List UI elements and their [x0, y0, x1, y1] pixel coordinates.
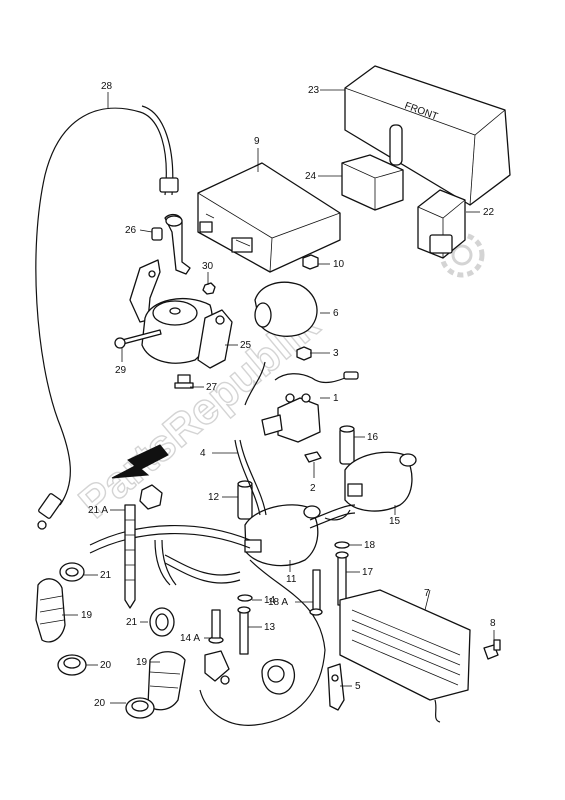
label-13: 13 [264, 622, 276, 633]
label-6: 6 [333, 308, 339, 319]
part-4-main-harness [89, 439, 356, 726]
label-18a: 18 A [268, 597, 288, 608]
label-29: 29 [115, 365, 127, 376]
label-24: 24 [305, 171, 317, 182]
part-8-bolt [483, 639, 501, 660]
label-5: 5 [355, 681, 361, 692]
part-7-regulator [339, 589, 471, 723]
part-25-horn [129, 259, 233, 369]
label-17: 17 [362, 567, 374, 578]
part-5-clamp [327, 663, 345, 711]
label-9: 9 [254, 136, 260, 147]
label-2: 2 [310, 483, 316, 494]
label-8: 8 [490, 618, 496, 629]
leader-lines [62, 89, 495, 704]
label-21a: 21 A [88, 505, 108, 516]
round-connector [261, 659, 295, 695]
part-11-ignition-coil [244, 504, 321, 567]
part-2-bolt [304, 451, 322, 463]
label-21-lower: 21 [126, 617, 138, 628]
part-15-ignition-coil [324, 451, 417, 521]
label-19-lower: 19 [136, 657, 148, 668]
part-24-relay [341, 154, 404, 211]
part-19-plug-cap-lower [147, 651, 186, 711]
part-18-washer [334, 541, 350, 549]
part-28-lead-wire [35, 105, 179, 530]
part-23-cover: FRONT [344, 65, 511, 206]
label-20: 20 [100, 660, 112, 671]
part-number-labels: 23 9 24 22 28 26 10 30 6 25 29 3 27 1 4 … [81, 81, 496, 709]
part-20-cap-cover [57, 654, 87, 676]
part-12-sleeve [237, 480, 253, 520]
part-13-bolt [237, 606, 251, 655]
label-1: 1 [333, 393, 339, 404]
label-14: 14 [264, 595, 276, 606]
label-10: 10 [333, 259, 345, 270]
part-22-relay [417, 189, 466, 259]
part-17-bolt [335, 551, 349, 606]
part-14a-washer [208, 609, 224, 644]
label-11: 11 [286, 574, 297, 585]
part-16-sleeve [339, 425, 355, 465]
part-14-washer [237, 594, 253, 602]
part-21-grommet [59, 562, 85, 582]
part-9-control-unit [197, 162, 341, 273]
part-3-nut [296, 346, 312, 361]
label-20-lower: 20 [94, 698, 106, 709]
label-7: 7 [424, 588, 430, 599]
part-18a-bolt [309, 569, 323, 616]
label-28: 28 [101, 81, 113, 92]
label-25: 25 [240, 340, 252, 351]
part-21a-clamp [124, 484, 163, 609]
label-12: 12 [208, 492, 220, 503]
label-3: 3 [333, 348, 339, 359]
part-19-plug-cap [35, 578, 66, 643]
front-arrow-icon [111, 444, 169, 479]
label-30: 30 [202, 261, 214, 272]
label-23: 23 [308, 85, 320, 96]
label-26: 26 [125, 225, 137, 236]
part-30-screw [202, 282, 216, 295]
part-26-bracket [151, 213, 191, 275]
label-15: 15 [389, 516, 401, 527]
part-29-bolt [114, 329, 162, 349]
part-10-nut [302, 254, 319, 270]
part-21-grommet-lower [149, 607, 175, 637]
plug-connector [204, 650, 230, 685]
label-18: 18 [364, 540, 376, 551]
label-4: 4 [200, 448, 206, 459]
label-21: 21 [100, 570, 112, 581]
part-27-bolt [174, 374, 194, 389]
part-20-cap-cover-lower [125, 697, 155, 719]
label-14a: 14 A [180, 633, 200, 644]
part-1-starter-relay [244, 361, 359, 443]
part-6-cap [254, 281, 318, 337]
label-16: 16 [367, 432, 379, 443]
label-27: 27 [206, 382, 218, 393]
label-19: 19 [81, 610, 93, 621]
label-22: 22 [483, 207, 495, 218]
